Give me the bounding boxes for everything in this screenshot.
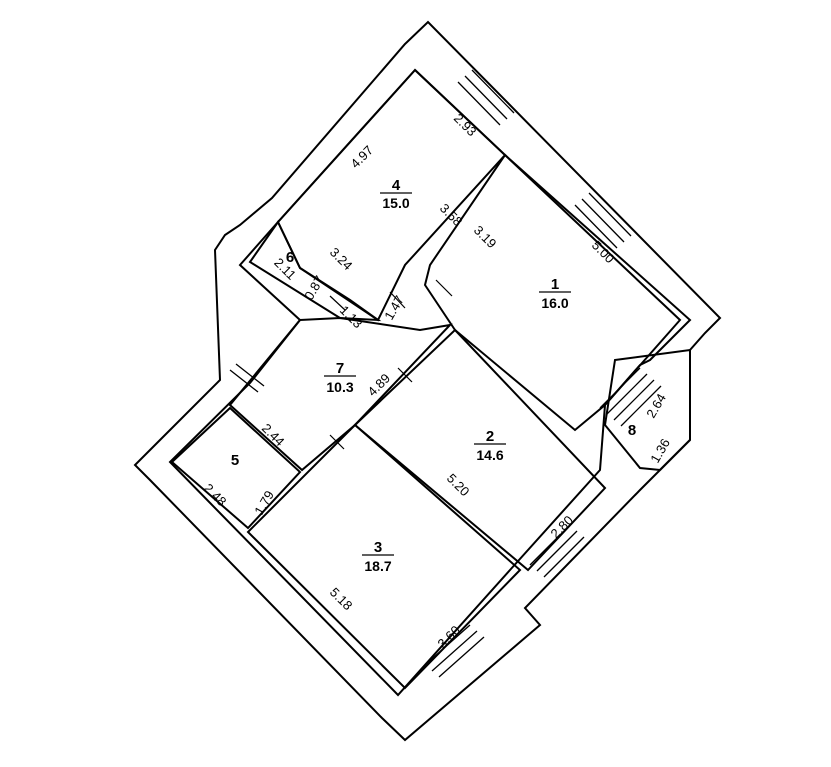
room-2-outline [353,328,607,572]
door-room-4 [389,291,406,309]
room-2-number: 2 [486,428,494,445]
windows [229,69,662,678]
room-labels: 4 15.0 1 16.0 2 14.6 3 18.7 7 10.3 5 6 8 [231,177,636,574]
door-room-1 [435,279,453,297]
window-room-3 [424,624,485,678]
room-7-number: 7 [336,360,344,377]
room-4-number: 4 [392,177,401,194]
room-7-area: 10.3 [326,379,353,395]
door-room-2 [397,367,413,383]
window-corridor [229,363,265,393]
outer-walls [133,20,722,742]
room-3-area: 18.7 [364,558,391,574]
door-marks [329,279,453,450]
inner-wall-outline [168,68,692,697]
door-room-6 [329,295,346,311]
room-7-outline [228,316,453,472]
door-room-3 [329,434,345,450]
room-8-outline [603,348,691,472]
room-1-area: 16.0 [541,295,568,311]
room-6-outline [248,220,382,322]
room-3-number: 3 [374,539,382,556]
window-room-1 [574,192,632,249]
room-5-number: 5 [231,452,239,469]
window-room-8 [599,367,662,427]
room-6-number: 6 [286,249,294,266]
room-1-number: 1 [551,276,559,293]
room-8-number: 8 [628,422,636,439]
room-2-area: 14.6 [476,447,503,463]
window-room-4 [457,69,515,126]
room-3-outline [246,423,522,690]
room-5-outline [170,406,302,530]
room-4-area: 15.0 [382,195,409,211]
room-1-outline [423,153,682,432]
window-room-2 [529,524,585,578]
